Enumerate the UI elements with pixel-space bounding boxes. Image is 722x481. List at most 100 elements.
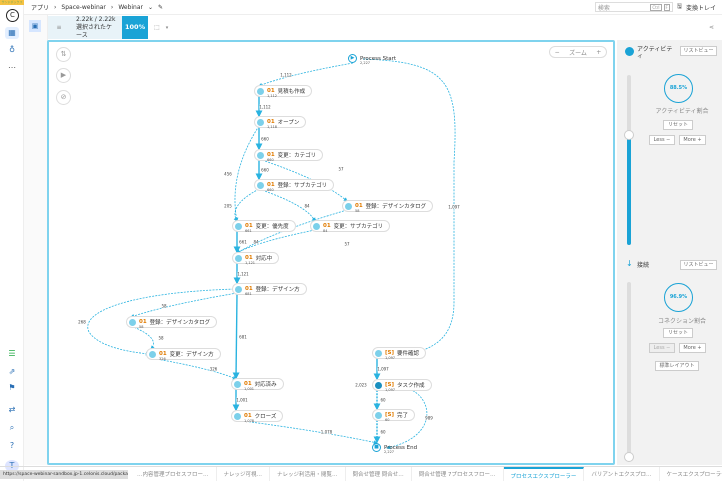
activity-reset-button[interactable]: リセット (663, 120, 693, 130)
bookmark-icon[interactable]: ⚑ (8, 383, 16, 392)
node-count: 661 (245, 229, 252, 233)
hide-icon[interactable]: ⊘ (56, 90, 71, 105)
activity-slider-track[interactable] (627, 75, 631, 245)
activity-slider-handle[interactable] (624, 129, 634, 140)
breadcrumb-page[interactable]: Webinar (118, 3, 144, 11)
studio-icon[interactable]: ♁ (9, 45, 15, 54)
sheet-tab[interactable]: ケースエクスプローラー (660, 467, 722, 481)
transfer-icon[interactable]: ⇄ (8, 405, 16, 414)
edge-n10-n11[interactable] (130, 325, 155, 350)
animation-icon[interactable]: ⇅ (56, 47, 71, 62)
node-count: 58 (139, 325, 144, 329)
sheet-tab[interactable]: …内容管理プロセスフロー… (130, 467, 217, 481)
chevron-down-icon[interactable]: ▾ (165, 24, 169, 31)
activity-dot-icon (257, 151, 264, 159)
celonis-logo[interactable]: C (6, 9, 19, 22)
sheet-tab[interactable]: ナレッジ利活用・閲覧… (270, 467, 346, 481)
zoom-out-button[interactable]: − (554, 48, 560, 56)
node-label: 対応済み (254, 382, 277, 388)
activity-more-button[interactable]: More + (679, 135, 706, 145)
zoom-in-button[interactable]: + (596, 48, 602, 56)
connection-less-button[interactable]: Less − (649, 343, 675, 353)
sheet-tab[interactable]: プロセスエクスプローラー (503, 467, 585, 481)
list-icon[interactable]: ☰ (8, 349, 16, 358)
sheet-tab[interactable]: ナレッジ可視… (217, 467, 271, 481)
edge-start-n14[interactable] (362, 58, 456, 354)
activity-dot-icon (313, 222, 320, 230)
activities-title: アクティビティ (637, 46, 673, 60)
menu-icon[interactable]: ≡ (48, 16, 70, 39)
activity-list-view-button[interactable]: リストビュー (680, 46, 717, 56)
node-count: 60 (385, 418, 390, 422)
chevron-down-icon[interactable]: ⌄ (148, 3, 154, 11)
edge-label: 57 (338, 166, 344, 172)
node-count: 1,097 (385, 388, 396, 392)
edge-start-n1[interactable] (258, 62, 354, 87)
node-prefix: 01 (323, 223, 331, 229)
sheet-tab[interactable]: 問合せ管理 7プロセスフロー… (412, 467, 504, 481)
connection-slider-track[interactable] (627, 282, 631, 457)
connection-list-view-button[interactable]: リストビュー (680, 260, 717, 270)
edge-label: 1,078 (320, 429, 333, 435)
left-nav: サンドボックス C ▦ ♁ ⋯ ☰ ⇗ ⚑ ⇄ ⌕ ? T (0, 0, 24, 481)
sheet-tab[interactable]: 問合せ管理 問合せ… (346, 467, 412, 481)
edge-n9-n10[interactable] (130, 292, 238, 318)
selection-tool-icon[interactable]: ⬚ (154, 24, 160, 31)
edit-icon[interactable]: ✎ (158, 3, 164, 11)
activity-less-button[interactable]: Less − (649, 135, 675, 145)
edge-n4-n6[interactable] (233, 188, 260, 222)
node-label: 変更：カテゴリ (277, 153, 317, 159)
connection-more-button[interactable]: More + (679, 343, 706, 353)
share-icon[interactable]: ⋖ (708, 24, 714, 31)
standard-layout-button[interactable]: 標準レイアウト (655, 361, 699, 371)
edge-n11-n12[interactable] (150, 357, 237, 380)
search-input[interactable]: 検索 Ctrl F (594, 2, 673, 12)
view-icon[interactable]: ▣ (29, 20, 41, 32)
edge-n7-n8[interactable] (236, 229, 316, 254)
node-prefix: 01 (355, 203, 363, 209)
play-icon[interactable]: ▶ (56, 68, 71, 83)
activity-dot-icon (257, 118, 264, 126)
edge-n9-n12[interactable] (232, 293, 240, 380)
apps-icon[interactable]: ▦ (5, 27, 19, 39)
breadcrumb-space[interactable]: Space-webinar (61, 3, 106, 11)
activity-percent: 88.5% (664, 74, 693, 103)
end-icon: ■ (372, 443, 381, 452)
case-selection[interactable]: 2.22k / 2.22k 選択されたケース (70, 16, 122, 39)
help-icon[interactable]: ? (9, 441, 15, 450)
edge-n13-end[interactable] (235, 419, 378, 445)
more-icon[interactable]: ⋯ (8, 63, 16, 72)
edge-n2-n6[interactable] (234, 125, 260, 222)
process-edges (87, 58, 456, 450)
export-icon[interactable]: ⇗ (8, 367, 16, 376)
save-button[interactable]: 変換トレイ (685, 4, 716, 12)
connection-slider-handle[interactable] (624, 452, 634, 462)
sheet-tab[interactable]: バリアントエクスプロ… (584, 467, 660, 481)
shortcut-f: F (663, 3, 670, 11)
search-icon[interactable]: ⌕ (9, 423, 15, 432)
connection-reset-button[interactable]: リセット (663, 328, 693, 338)
breadcrumb-apps[interactable]: アプリ (31, 4, 50, 12)
node-prefix: 01 (267, 152, 275, 158)
edge-n9-n11[interactable] (87, 288, 238, 356)
edge-n4-n7[interactable] (258, 188, 316, 222)
